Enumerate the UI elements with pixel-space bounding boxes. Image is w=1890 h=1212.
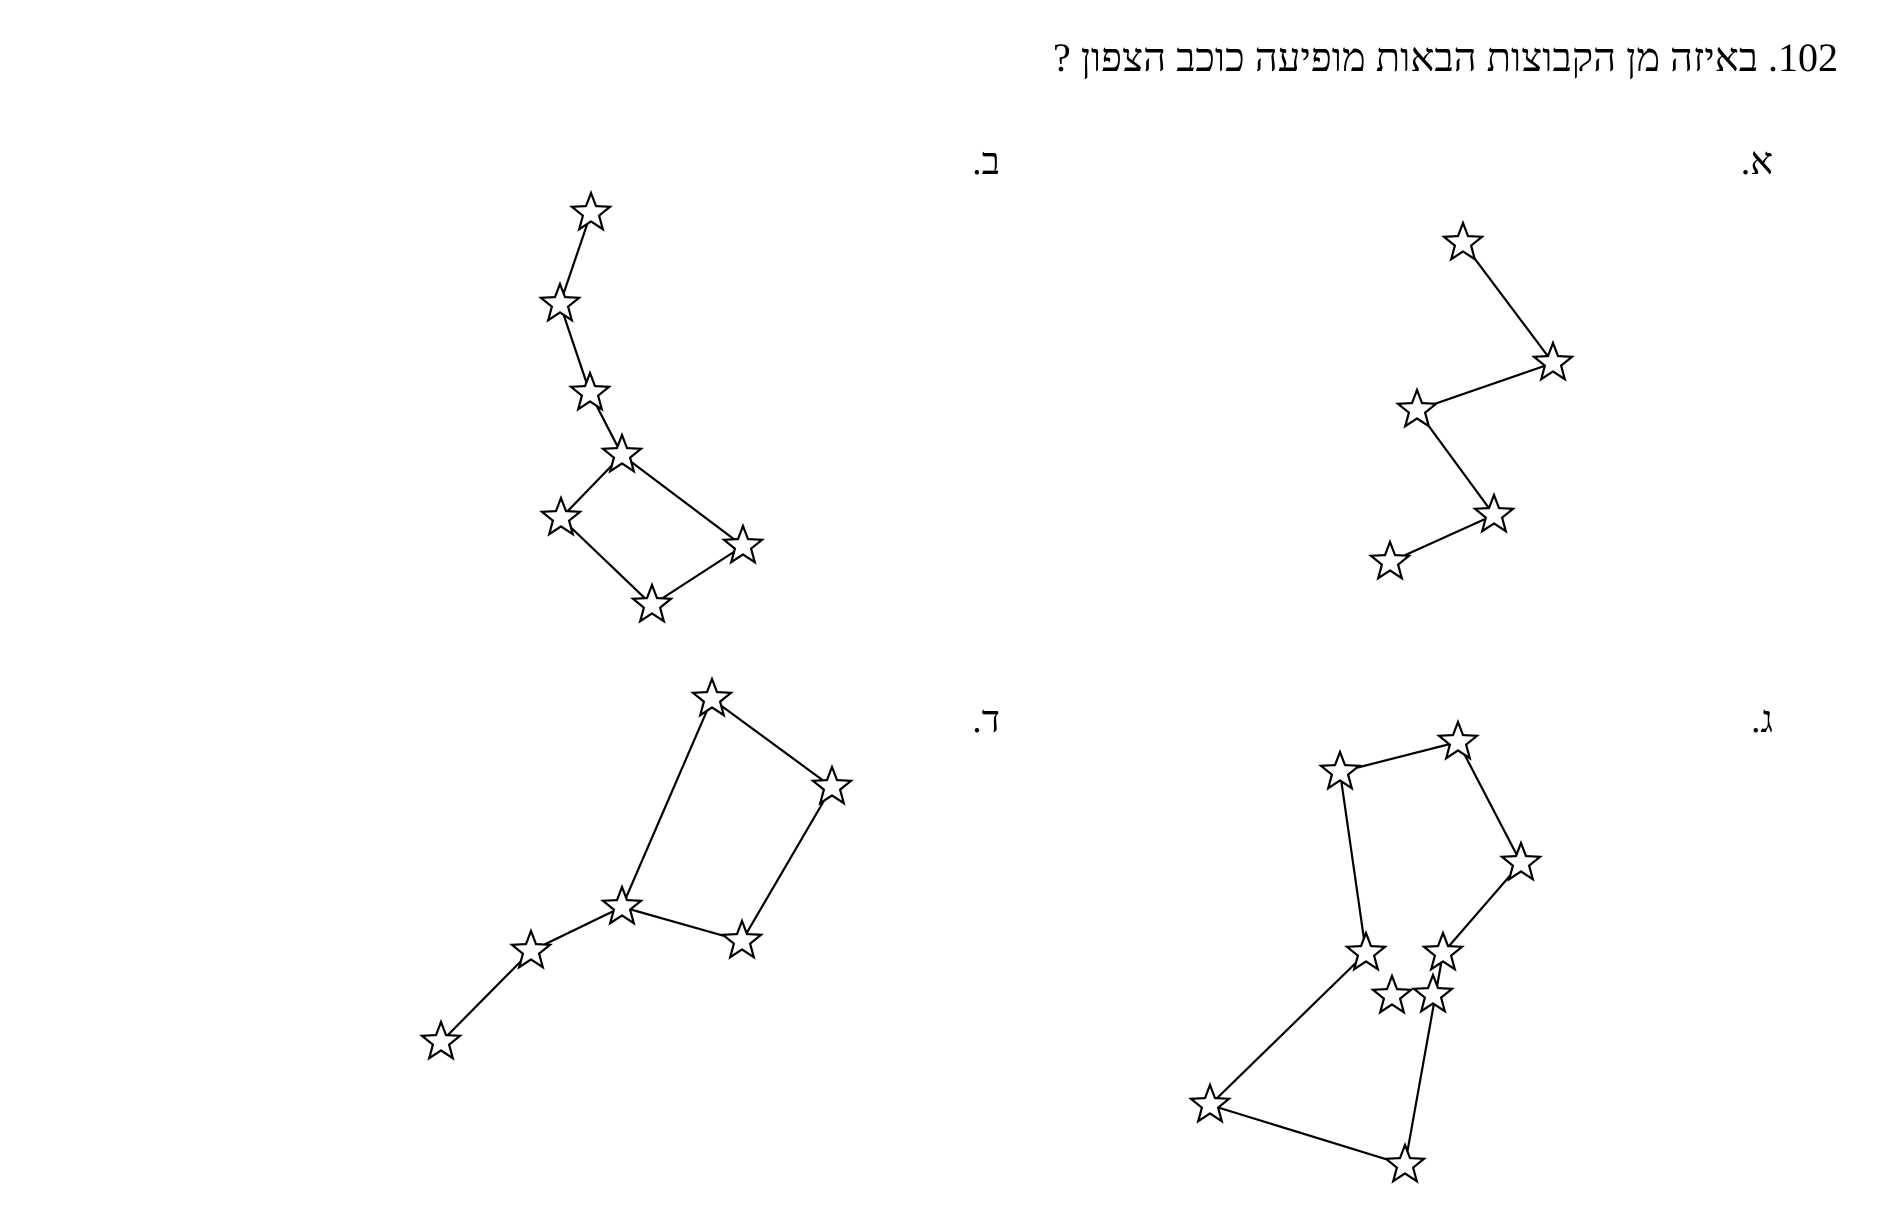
constellation-option-a[interactable] bbox=[1368, 219, 1575, 581]
star-outline-icon bbox=[419, 1018, 463, 1061]
star-outline-icon bbox=[1472, 491, 1516, 534]
star-outline-icon bbox=[1421, 929, 1465, 972]
star-outline-icon bbox=[1318, 748, 1362, 791]
star-outline-icon bbox=[1531, 339, 1575, 382]
star-outline-icon bbox=[1383, 1141, 1427, 1184]
constellation-line bbox=[1462, 242, 1554, 364]
option-d-label: ד. bbox=[972, 699, 1000, 741]
constellation-line bbox=[621, 454, 744, 547]
star-outline-icon bbox=[509, 927, 553, 970]
star-outline-icon bbox=[720, 917, 764, 960]
star-outline-icon bbox=[568, 369, 612, 412]
star-outline-icon bbox=[721, 522, 765, 565]
constellation-line bbox=[440, 950, 532, 1043]
constellation-line bbox=[651, 545, 744, 606]
constellation-line bbox=[1338, 771, 1368, 954]
constellation-option-d[interactable] bbox=[419, 675, 854, 1061]
constellation-option-g[interactable] bbox=[1188, 718, 1543, 1184]
star-outline-icon bbox=[600, 883, 644, 926]
constellation-line bbox=[560, 517, 653, 606]
star-outline-icon bbox=[1344, 929, 1388, 972]
star-outline-icon bbox=[1436, 718, 1480, 761]
star-outline-icon bbox=[1370, 972, 1414, 1015]
constellation-line bbox=[1416, 361, 1554, 412]
constellation-option-b[interactable] bbox=[538, 189, 765, 624]
star-outline-icon bbox=[630, 581, 674, 624]
star-outline-icon bbox=[539, 494, 583, 537]
option-b-label: ב. bbox=[972, 141, 1000, 183]
star-outline-icon bbox=[810, 763, 854, 806]
star-outline-icon bbox=[1441, 219, 1485, 262]
star-outline-icon bbox=[1499, 839, 1543, 882]
option-a-label: א. bbox=[1740, 141, 1773, 183]
option-g-label: ג. bbox=[1750, 699, 1773, 741]
constellation-line bbox=[620, 698, 714, 908]
constellation-line bbox=[1209, 1103, 1406, 1167]
constellation-line bbox=[558, 212, 593, 305]
question-text: 102. באיזה מן הקבוצות הבאות מופיעה כוכב … bbox=[1052, 35, 1838, 80]
star-outline-icon bbox=[1411, 971, 1455, 1014]
star-outline-icon bbox=[569, 189, 613, 232]
constellation-line bbox=[1339, 740, 1459, 774]
star-outline-icon bbox=[538, 280, 582, 323]
star-outline-icon bbox=[690, 675, 734, 718]
star-outline-icon bbox=[1188, 1081, 1232, 1124]
constellation-line bbox=[1457, 741, 1522, 864]
star-outline-icon bbox=[1395, 386, 1439, 429]
constellation-line bbox=[558, 303, 592, 394]
constellation-line bbox=[1389, 513, 1495, 564]
constellation-line bbox=[1442, 862, 1522, 954]
star-outline-icon bbox=[1368, 538, 1412, 581]
star-outline-icon bbox=[600, 431, 644, 474]
constellation-line bbox=[741, 786, 833, 942]
constellation-line bbox=[711, 698, 833, 788]
constellation-line bbox=[1209, 952, 1367, 1106]
